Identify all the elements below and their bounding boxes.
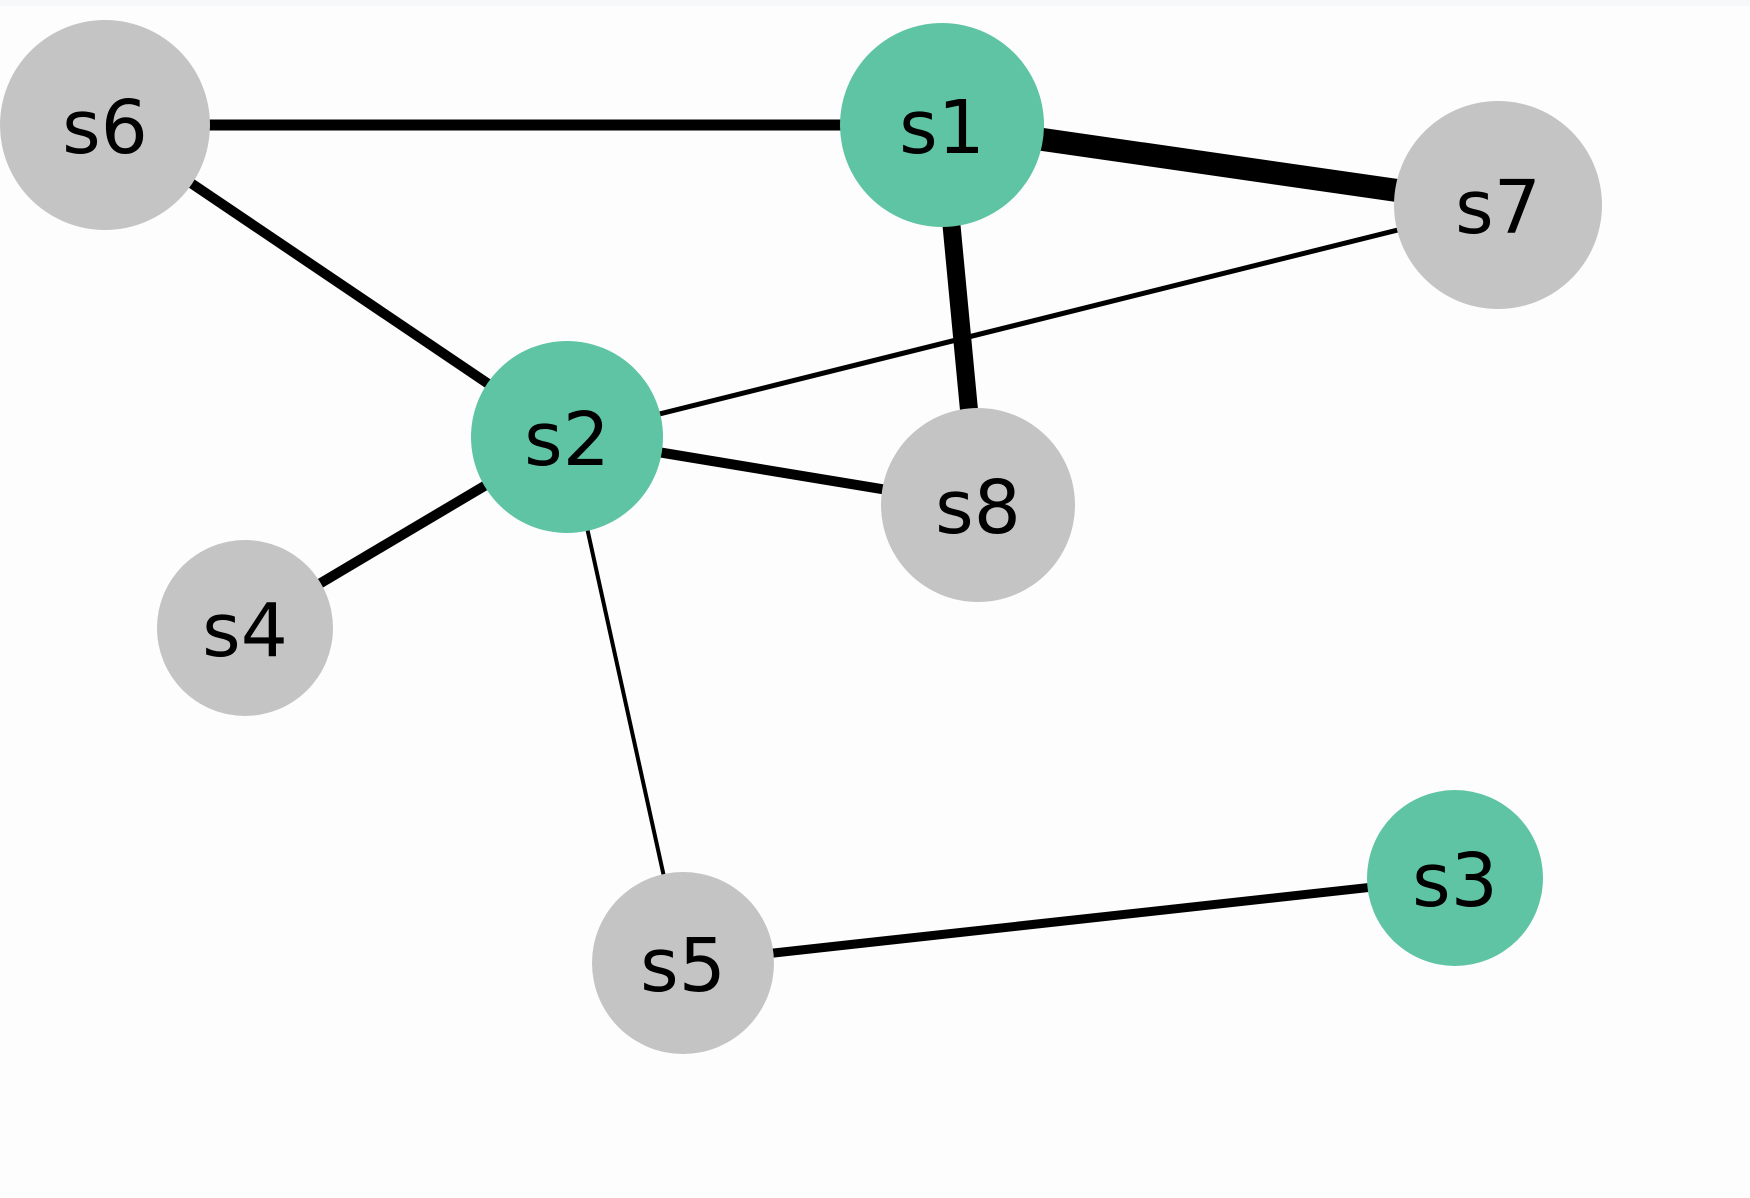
node-circle-s4[interactable] <box>157 540 333 716</box>
graph-node-s5[interactable]: s5 <box>592 872 774 1054</box>
node-circle-s7[interactable] <box>1394 101 1602 309</box>
graph-node-s7[interactable]: s7 <box>1394 101 1602 309</box>
graph-node-s1[interactable]: s1 <box>840 23 1044 227</box>
top-edge-strip <box>0 0 1750 6</box>
graph-node-s8[interactable]: s8 <box>881 408 1075 602</box>
edges-layer <box>102 113 1500 968</box>
graph-node-s4[interactable]: s4 <box>157 540 333 716</box>
graph-edge-s5-s3 <box>682 873 1456 968</box>
node-circle-s8[interactable] <box>881 408 1075 602</box>
graph-node-s3[interactable]: s3 <box>1367 790 1543 966</box>
node-circle-s6[interactable] <box>0 20 210 230</box>
node-circle-s5[interactable] <box>592 872 774 1054</box>
node-circle-s3[interactable] <box>1367 790 1543 966</box>
graph-edge-s2-s7 <box>566 202 1499 440</box>
graph-node-s2[interactable]: s2 <box>471 341 663 533</box>
graph-node-s6[interactable]: s6 <box>0 20 210 230</box>
node-circle-s1[interactable] <box>840 23 1044 227</box>
node-circle-s2[interactable] <box>471 341 663 533</box>
